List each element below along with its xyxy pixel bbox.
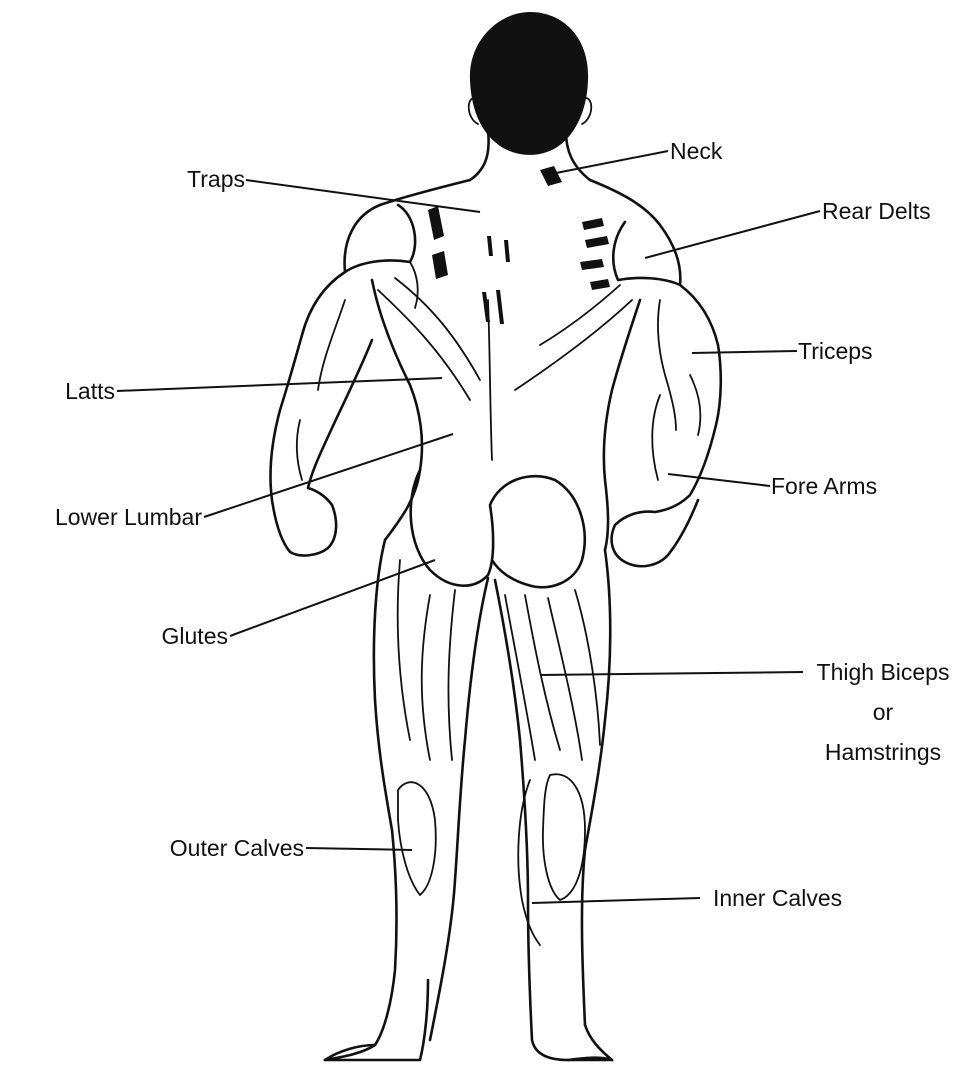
neck-outline — [470, 130, 489, 180]
shoulders-outline — [345, 180, 681, 285]
left-leg-inner — [430, 578, 488, 1040]
leader-glutes — [230, 560, 435, 636]
leader-outer-calves — [306, 848, 412, 850]
label-thigh-biceps-1: Thigh Biceps — [817, 659, 950, 685]
label-glutes: Glutes — [162, 623, 228, 649]
leader-thigh-biceps — [540, 672, 803, 675]
hamstring-lines — [398, 560, 600, 760]
label-thigh-biceps-2: or — [873, 699, 894, 725]
left-triceps-line — [318, 300, 345, 390]
right-arm-outline — [612, 285, 721, 566]
right-elbow-line — [690, 375, 700, 435]
right-arm-inner — [658, 300, 676, 430]
right-leg-inner — [495, 580, 612, 1060]
label-neck: Neck — [670, 138, 723, 164]
left-calf — [398, 782, 436, 895]
right-lat-line-2 — [540, 285, 620, 345]
neck-outline-right — [566, 132, 590, 180]
label-lower-lumbar: Lower Lumbar — [55, 504, 202, 530]
left-deltoid-inner — [410, 262, 418, 308]
leader-latts — [117, 378, 442, 391]
leader-lower-lumbar — [204, 434, 453, 517]
leader-rear-delts — [645, 211, 820, 258]
trap-shading — [428, 166, 610, 324]
label-traps: Traps — [187, 166, 245, 192]
leader-fore-arms — [668, 474, 770, 486]
torso-left-side — [372, 280, 422, 540]
glutes-outline — [411, 470, 585, 587]
body-figure — [270, 12, 720, 1060]
label-thigh-biceps-3: Hamstrings — [825, 739, 941, 765]
label-fore-arms: Fore Arms — [771, 473, 877, 499]
left-deltoid — [345, 205, 415, 272]
leader-inner-calves — [532, 898, 700, 903]
label-latts: Latts — [65, 378, 115, 404]
left-arm-outline — [270, 272, 372, 555]
left-leg-outer — [325, 540, 428, 1060]
leader-lines — [117, 151, 820, 903]
left-forearm-line — [297, 420, 302, 480]
right-deltoid — [613, 222, 680, 285]
leader-triceps — [692, 351, 797, 353]
right-forearm-inner — [652, 395, 660, 480]
spine-line — [488, 300, 492, 460]
label-outer-calves: Outer Calves — [170, 835, 304, 861]
leader-traps — [246, 180, 480, 212]
label-triceps: Triceps — [798, 338, 873, 364]
right-calf-outer — [543, 774, 585, 900]
left-lat-line-2 — [395, 278, 480, 380]
right-leg-outer — [582, 550, 610, 1025]
label-inner-calves: Inner Calves — [713, 885, 842, 911]
labels: Neck Traps Rear Delts Triceps Latts Lowe… — [55, 138, 950, 911]
label-rear-delts: Rear Delts — [822, 198, 931, 224]
